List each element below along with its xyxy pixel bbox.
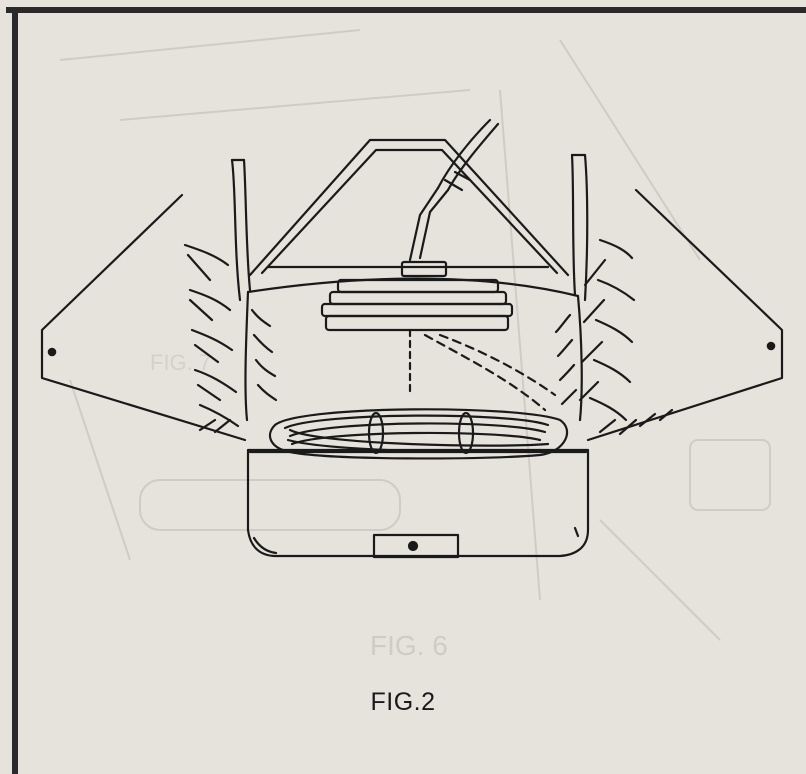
left-wing-panel [40,193,247,442]
figure-caption: FIG.2 [370,688,436,716]
cable [436,118,492,190]
left-bolt-icon [47,347,57,357]
zinc-plate [336,278,500,294]
electrode-rod [408,186,440,262]
hull-drawing [40,118,784,559]
triangle-bracket [248,138,570,277]
battery-box [246,448,590,558]
right-wing-panel [586,188,784,442]
figure-frame [6,7,806,774]
drain-plug [372,533,460,559]
right-bolt-icon [766,341,776,351]
svg-text:FIG. 7: FIG. 7 [150,350,211,375]
bleed-through-ghost: FIG. 6 FIG. 7 [59,29,771,661]
plug-bolt-icon [407,540,419,552]
svg-text:FIG. 6: FIG. 6 [370,630,448,661]
